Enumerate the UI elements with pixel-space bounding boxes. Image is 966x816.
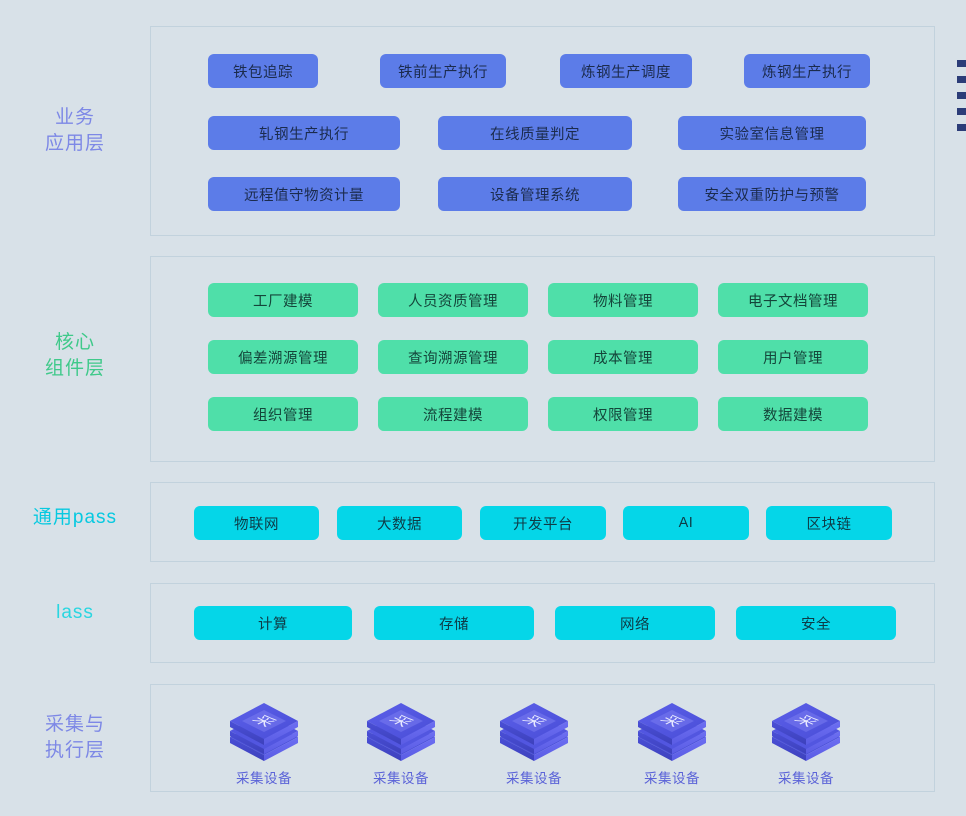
- chip-core-component-2-1[interactable]: 流程建模: [378, 397, 528, 431]
- layer-panel-general-paas: [150, 482, 935, 562]
- device-label-2: 采集设备: [506, 771, 562, 786]
- chip-core-component-0-3[interactable]: 电子文档管理: [718, 283, 868, 317]
- chip-business-application-2-2[interactable]: 安全双重防护与预警: [678, 177, 866, 211]
- edge-bullet: [957, 124, 966, 131]
- chip-core-component-1-3[interactable]: 用户管理: [718, 340, 868, 374]
- chip-general-paas-0-0[interactable]: 物联网: [194, 506, 319, 540]
- chip-business-application-1-2[interactable]: 实验室信息管理: [678, 116, 866, 150]
- chip-business-application-0-0[interactable]: 铁包追踪: [208, 54, 318, 88]
- chip-business-application-0-2[interactable]: 炼钢生产调度: [560, 54, 692, 88]
- chip-core-component-0-2[interactable]: 物料管理: [548, 283, 698, 317]
- chip-core-component-0-0[interactable]: 工厂建模: [208, 283, 358, 317]
- device-3[interactable]: 采 采集设备: [612, 697, 732, 787]
- layer-label-general-paas: 通用pass: [32, 507, 118, 528]
- layer-label-core-component: 核心 组件层: [44, 332, 105, 379]
- isometric-device-icon: 采: [367, 703, 435, 761]
- layer-label-collection-execution: 采集与 执行层: [44, 714, 105, 761]
- chip-core-component-1-0[interactable]: 偏差溯源管理: [208, 340, 358, 374]
- edge-bullet-list: [952, 60, 966, 140]
- chip-core-component-2-2[interactable]: 权限管理: [548, 397, 698, 431]
- edge-bullet: [957, 60, 966, 67]
- chip-business-application-2-0[interactable]: 远程值守物资计量: [208, 177, 400, 211]
- chip-core-component-1-2[interactable]: 成本管理: [548, 340, 698, 374]
- chip-iaas-0-1[interactable]: 存储: [374, 606, 534, 640]
- chip-business-application-1-1[interactable]: 在线质量判定: [438, 116, 632, 150]
- isometric-device-icon: 采: [230, 703, 298, 761]
- collection-device-icon: 采: [204, 697, 324, 763]
- chip-core-component-2-3[interactable]: 数据建模: [718, 397, 868, 431]
- chip-general-paas-0-3[interactable]: AI: [623, 506, 749, 540]
- chip-general-paas-0-2[interactable]: 开发平台: [480, 506, 606, 540]
- chip-core-component-0-1[interactable]: 人员资质管理: [378, 283, 528, 317]
- isometric-device-icon: 采: [500, 703, 568, 761]
- chip-iaas-0-2[interactable]: 网络: [555, 606, 715, 640]
- device-label-1: 采集设备: [373, 771, 429, 786]
- layer-panel-collection-execution: [150, 684, 935, 792]
- chip-core-component-2-0[interactable]: 组织管理: [208, 397, 358, 431]
- chip-iaas-0-0[interactable]: 计算: [194, 606, 352, 640]
- edge-bullet: [957, 92, 966, 99]
- chip-general-paas-0-4[interactable]: 区块链: [766, 506, 892, 540]
- isometric-device-icon: 采: [638, 703, 706, 761]
- edge-bullet: [957, 108, 966, 115]
- edge-bullet: [957, 76, 966, 83]
- device-1[interactable]: 采 采集设备: [341, 697, 461, 787]
- chip-business-application-1-0[interactable]: 轧钢生产执行: [208, 116, 400, 150]
- collection-device-icon: 采: [612, 697, 732, 763]
- device-0[interactable]: 采 采集设备: [204, 697, 324, 787]
- chip-business-application-2-1[interactable]: 设备管理系统: [438, 177, 632, 211]
- chip-business-application-0-1[interactable]: 铁前生产执行: [380, 54, 506, 88]
- isometric-device-icon: 采: [772, 703, 840, 761]
- device-4[interactable]: 采 采集设备: [746, 697, 866, 787]
- device-2[interactable]: 采 采集设备: [474, 697, 594, 787]
- chip-general-paas-0-1[interactable]: 大数据: [337, 506, 462, 540]
- layer-panel-iaas: [150, 583, 935, 663]
- layer-panel-core-component: [150, 256, 935, 462]
- device-label-3: 采集设备: [644, 771, 700, 786]
- collection-device-icon: 采: [341, 697, 461, 763]
- layer-label-business-application: 业务 应用层: [44, 107, 105, 154]
- device-label-0: 采集设备: [236, 771, 292, 786]
- chip-business-application-0-3[interactable]: 炼钢生产执行: [744, 54, 870, 88]
- device-label-4: 采集设备: [778, 771, 834, 786]
- layer-label-iaas: lass: [56, 602, 94, 623]
- layer-panel-business-application: [150, 26, 935, 236]
- chip-core-component-1-1[interactable]: 查询溯源管理: [378, 340, 528, 374]
- collection-device-icon: 采: [474, 697, 594, 763]
- chip-iaas-0-3[interactable]: 安全: [736, 606, 896, 640]
- collection-device-icon: 采: [746, 697, 866, 763]
